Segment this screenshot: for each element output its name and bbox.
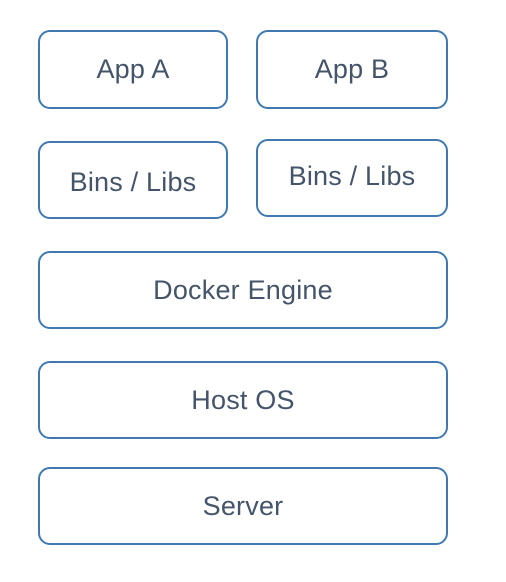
docker-engine-box: Docker Engine xyxy=(38,251,448,329)
app-b-box: App B xyxy=(256,30,448,109)
server-label: Server xyxy=(202,490,284,521)
app-a-box: App A xyxy=(38,30,228,109)
host-os-label: Host OS xyxy=(191,384,295,415)
bins-libs-a-box: Bins / Libs xyxy=(38,141,228,219)
host-os-box: Host OS xyxy=(38,361,448,439)
docker-engine-label: Docker Engine xyxy=(153,274,333,305)
bins-libs-a-label: Bins / Libs xyxy=(69,166,197,197)
app-a-label: App A xyxy=(96,54,170,84)
app-b-label: App B xyxy=(314,54,390,84)
server-box: Server xyxy=(38,467,448,545)
bins-libs-b-label: Bins / Libs xyxy=(288,160,416,191)
bins-libs-b-box: Bins / Libs xyxy=(256,139,448,217)
